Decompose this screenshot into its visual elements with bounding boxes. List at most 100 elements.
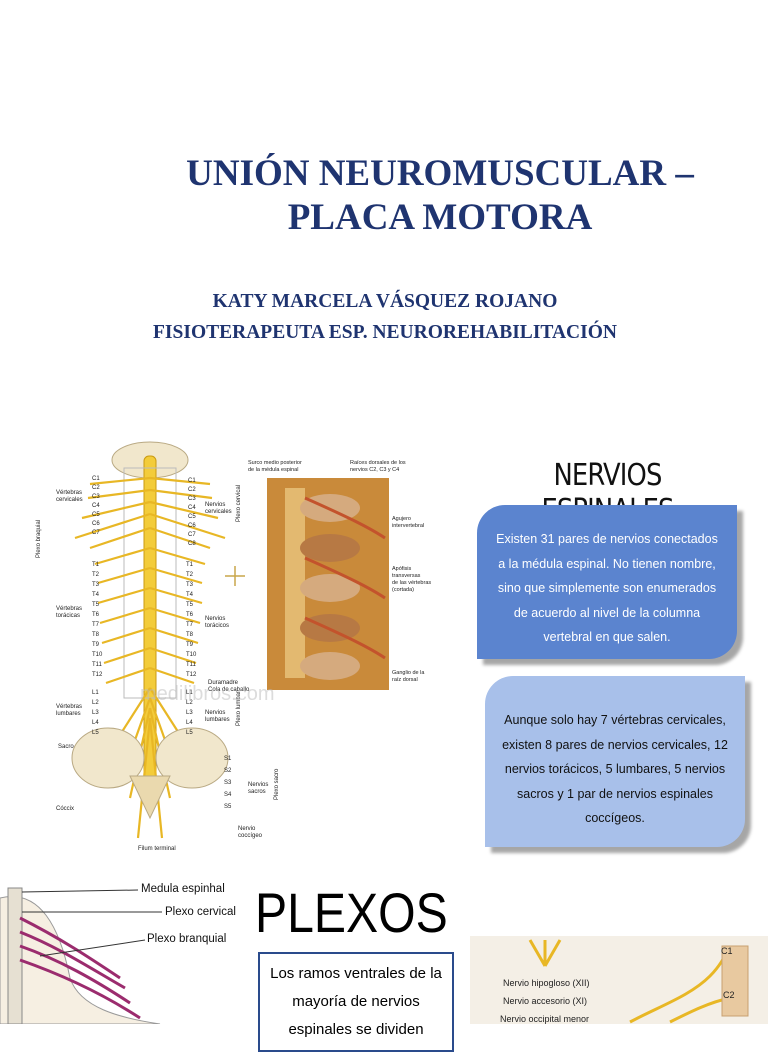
box1-line-5: vertebral en que salen.: [543, 630, 671, 644]
label-nervios-sacros-1: Nervios: [248, 782, 268, 788]
author-block: KATY MARCELA VÁSQUEZ ROJANO FISIOTERAPEU…: [60, 286, 710, 348]
svg-text:L1: L1: [92, 690, 99, 696]
label-apofisis-1: Apófisis: [392, 566, 412, 572]
svg-text:C1: C1: [92, 476, 100, 482]
svg-text:T7: T7: [92, 622, 100, 628]
label-ganglio-2: raíz dorsal: [392, 677, 418, 683]
box1-line-1: Existen 31 pares de nervios conectados: [496, 532, 718, 546]
svg-text:T5: T5: [186, 602, 194, 608]
label-leader-lines: [21, 889, 162, 957]
svg-text:L1: L1: [186, 690, 193, 696]
svg-text:T3: T3: [186, 582, 194, 588]
svg-text:T12: T12: [186, 672, 197, 678]
svg-text:L4: L4: [186, 720, 193, 726]
label-vertebras-cervicales-1: Vértebras: [56, 490, 82, 496]
label-nervio-coccigeo-2: coccígeo: [238, 833, 263, 839]
watermark: medilibros.com: [140, 683, 274, 705]
lumbar-level-labels-right: L1 L2 L3 L4 L5: [186, 690, 193, 736]
lumbar-level-labels-left: L1 L2 L3 L4 L5: [92, 690, 99, 736]
label-duramadre: Duramadre: [208, 680, 239, 686]
svg-text:T10: T10: [92, 652, 103, 658]
svg-text:T4: T4: [92, 592, 100, 598]
nervios-info-box-1: Existen 31 pares de nervios conectados a…: [477, 505, 737, 659]
label-nervio-hipogloso: Nervio hipogloso (XII): [503, 978, 590, 988]
box2-line-5: coccígeos.: [585, 811, 645, 825]
thoracic-level-labels-right: T1 T2 T3 T4 T5 T6 T7 T8 T9 T10 T11 T12: [186, 562, 197, 678]
label-ganglio-1: Ganglio de la: [392, 670, 425, 676]
label-nervio-occipital-menor: Nervio occipital menor: [500, 1014, 590, 1024]
label-apofisis-2: transversas: [392, 573, 421, 579]
svg-text:C7: C7: [188, 532, 196, 538]
cervical-nerve-labels: C1 C2 C3 C4 C5 C6 C7 C8: [188, 478, 196, 547]
slide-title: UNIÓN NEUROMUSCULAR – PLACA MOTORA: [120, 152, 760, 240]
label-nervios-lumbares-1: Nervios: [205, 710, 225, 716]
thoracic-level-labels-left: T1 T2 T3 T4 T5 T6 T7 T8 T9 T10 T11 T12: [92, 562, 103, 678]
label-cola-de-caballo: Cola de caballo: [208, 687, 250, 693]
svg-text:S3: S3: [224, 780, 232, 786]
box2-line-3: nervios torácicos, 5 lumbares, 5 nervios: [504, 762, 726, 776]
label-nervios-cervicales-2: cervicales: [205, 509, 232, 515]
label-nervios-cervicales-1: Nervios: [205, 502, 225, 508]
label-vertebras-lumbares-2: lumbares: [56, 711, 81, 717]
cervical-level-labels: C1 C2 C3 C4 C5 C6 C7: [92, 476, 100, 536]
cervical-plexus-figure: [470, 936, 768, 1024]
plexos-info-box: Los ramos ventrales de la mayoría de ner…: [258, 952, 454, 1052]
svg-text:C1: C1: [188, 478, 196, 484]
svg-text:T4: T4: [186, 592, 194, 598]
svg-text:C4: C4: [188, 505, 196, 511]
svg-text:C5: C5: [188, 514, 196, 520]
sacral-level-labels: S1 S2 S3 S4 S5: [224, 756, 232, 810]
svg-text:T1: T1: [186, 562, 194, 568]
svg-text:C2: C2: [188, 487, 196, 493]
label-medula-espinhal: Medula espinhal: [141, 883, 225, 895]
svg-text:T11: T11: [92, 662, 103, 668]
label-vertebras-cervicales-2: cervicales: [56, 497, 83, 503]
svg-text:S2: S2: [224, 768, 232, 774]
svg-text:T9: T9: [186, 642, 194, 648]
plexos-line-2: mayoría de nervios: [292, 993, 420, 1010]
title-line-1: UNIÓN NEUROMUSCULAR –: [186, 153, 694, 194]
svg-text:T6: T6: [186, 612, 194, 618]
svg-text:C3: C3: [92, 494, 100, 500]
label-nervios-toracicos-1: Nervios: [205, 616, 225, 622]
svg-text:S4: S4: [224, 792, 232, 798]
label-plexo-lumbar: Plexo lumbar: [236, 691, 242, 726]
box1-line-2: a la médula espinal. No tienen nombre,: [498, 556, 716, 571]
svg-text:C2: C2: [92, 485, 100, 491]
label-apofisis-4: (cortada): [392, 587, 414, 593]
box1-line-3: sino que simplemente son enumerados: [497, 581, 717, 595]
compass-icon: [225, 566, 245, 586]
plexos-line-3: espinales se dividen: [288, 1021, 424, 1038]
nervios-info-box-2: Aunque solo hay 7 vértebras cervicales, …: [485, 676, 745, 847]
svg-text:L2: L2: [92, 700, 99, 706]
label-plexo-branquial: Plexo branquial: [147, 933, 227, 945]
label-vertebras-toracicas-1: Vértebras: [56, 606, 82, 612]
svg-text:T5: T5: [92, 602, 100, 608]
svg-text:C3: C3: [188, 496, 196, 502]
title-line-2: PLACA MOTORA: [287, 197, 593, 238]
svg-text:C6: C6: [188, 523, 196, 529]
svg-text:L3: L3: [92, 710, 99, 716]
svg-text:T11: T11: [186, 662, 197, 668]
svg-text:C7: C7: [92, 530, 100, 536]
svg-text:C5: C5: [92, 512, 100, 518]
label-plexo-braquial: Plexo braquial: [36, 520, 42, 558]
svg-text:L2: L2: [186, 700, 193, 706]
cervical-plexus-background: [470, 936, 768, 1024]
svg-text:S5: S5: [224, 804, 232, 810]
label-coccix: Cóccix: [56, 806, 74, 812]
box2-line-4: sacros y 1 par de nervios espinales: [517, 786, 713, 801]
pelvis-left: [71, 727, 145, 789]
label-c2: C2: [723, 990, 735, 1000]
label-plexo-sacro: Plexo sacro: [274, 768, 280, 800]
box1-line-4: de acuerdo al nivel de la columna: [513, 605, 701, 620]
svg-text:C8: C8: [188, 541, 196, 547]
neck-plexus-figure: [0, 887, 162, 1024]
cervical-vertebra-segment: [721, 945, 749, 1017]
photo-detail: [285, 488, 386, 680]
svg-text:T12: T12: [92, 672, 103, 678]
label-nervios-toracicos-2: torácicos: [205, 623, 229, 629]
label-plexo-cervical-neck: Plexo cervical: [165, 906, 236, 918]
nerve-branches: [74, 476, 226, 839]
svg-text:T2: T2: [186, 572, 194, 578]
